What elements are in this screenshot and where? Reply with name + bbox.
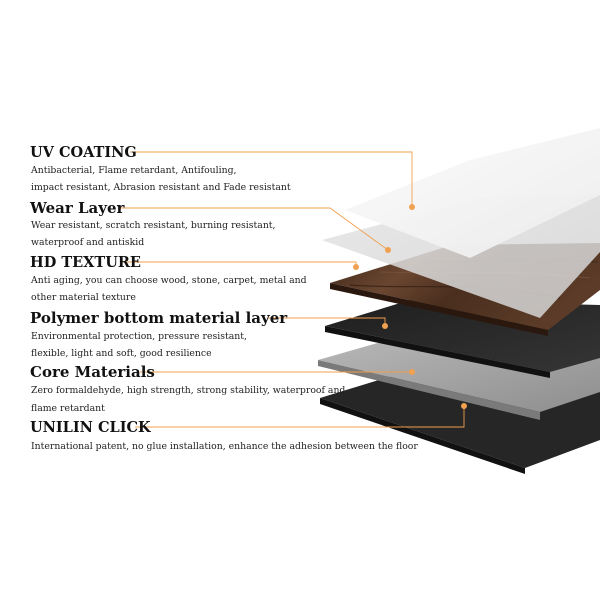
unilin-click-leader-line xyxy=(135,406,465,428)
hd-texture-leader-dot xyxy=(353,264,359,270)
polymer-leader-dot xyxy=(382,323,388,329)
uv-coating-desc-line-2: impact resistant, Abrasion resistant and… xyxy=(31,182,291,193)
uv-coating-leader-dot xyxy=(409,204,415,210)
hd-texture-desc-line-2: other material texture xyxy=(31,292,136,303)
core-materials-leader-dot xyxy=(409,369,415,375)
core-materials-title: Core Materials xyxy=(30,363,155,381)
polymer-desc-line-1: Environmental protection, pressure resis… xyxy=(31,331,247,342)
polymer-title: Polymer bottom material layer xyxy=(30,309,288,327)
hd-texture-title: HD TEXTURE xyxy=(30,254,141,271)
wear-layer-leader-dot xyxy=(385,247,391,253)
unilin-click-title: UNILIN CLICK xyxy=(30,419,151,436)
hd-texture-desc-line-1: Anti aging, you can choose wood, stone, … xyxy=(31,275,307,286)
unilin-click-leader-dot xyxy=(461,403,467,409)
wear-layer-desc-line-1: Wear resistant, scratch resistant, burni… xyxy=(31,220,276,231)
wear-layer-leader-line xyxy=(120,207,389,251)
uv-coating-title: UV COATING xyxy=(30,144,137,161)
hd-texture-leader-line xyxy=(120,261,357,267)
uv-coating-leader-line xyxy=(130,151,413,207)
wear-layer-desc-line-2: waterproof and antiskid xyxy=(31,237,145,248)
uv-coating-desc-line-1: Antibacterial, Flame retardant, Antifoul… xyxy=(31,165,237,176)
wear-layer-title: Wear Layer xyxy=(30,199,125,217)
unilin-click-desc-line-1: International patent, no glue installati… xyxy=(31,441,418,452)
uv-coating-sheet xyxy=(345,128,600,258)
core-materials-desc-line-2: flame retardant xyxy=(31,403,105,414)
leader-lines xyxy=(120,151,467,428)
core-materials-desc-line-1: Zero formaldehyde, high strength, strong… xyxy=(31,385,346,396)
polymer-desc-line-2: flexible, light and soft, good resilienc… xyxy=(31,348,212,359)
